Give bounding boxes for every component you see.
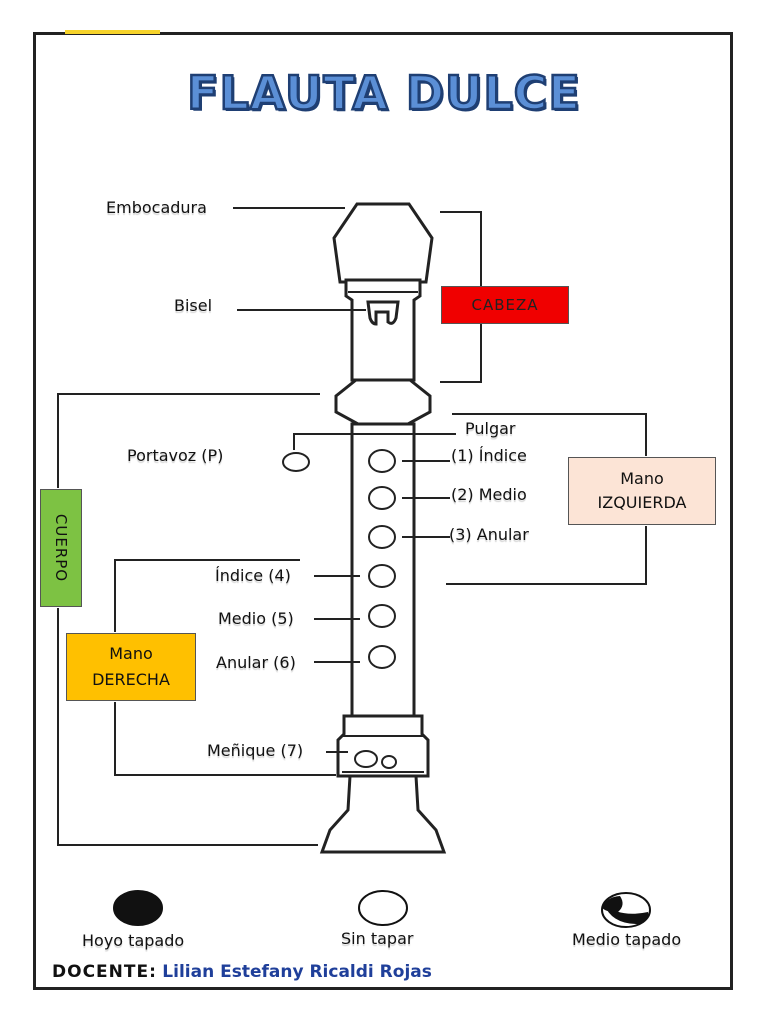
bisel-window xyxy=(366,300,400,326)
recorder-head xyxy=(344,278,422,382)
hole-3 xyxy=(368,525,396,549)
corner-tag xyxy=(65,30,160,34)
hole-2 xyxy=(368,486,396,510)
label-indice-1: (1) Índice xyxy=(451,446,527,465)
mano-izquierda-box: Mano IZQUIERDA xyxy=(568,457,716,525)
mano-derecha-line1: Mano xyxy=(109,644,153,663)
legend-open-symbol xyxy=(358,890,408,926)
cuerpo-label: CUERPO xyxy=(52,513,70,583)
label-medio-2: (2) Medio xyxy=(451,485,527,504)
label-anular-3: (3) Anular xyxy=(449,525,529,544)
legend-covered-symbol xyxy=(113,890,163,926)
cabeza-label: CABEZA xyxy=(471,296,539,314)
mano-izquierda-line2: IZQUIERDA xyxy=(597,493,687,512)
legend-half-symbol xyxy=(601,892,651,928)
hole-1 xyxy=(368,449,396,473)
label-bisel: Bisel xyxy=(174,296,213,315)
legend-open-label: Sin tapar xyxy=(341,929,414,948)
label-anular-6: Anular (6) xyxy=(216,653,296,672)
recorder-joint-top xyxy=(334,378,432,426)
docente-footer: DOCENTE: Lilian Estefany Ricaldi Rojas xyxy=(52,962,432,982)
hole-thumb xyxy=(282,452,310,472)
page-title: FLAUTA DULCE xyxy=(186,65,581,122)
hole-7a xyxy=(354,750,378,768)
label-embocadura: Embocadura xyxy=(106,198,207,217)
label-indice-4: Índice (4) xyxy=(215,566,291,585)
hole-5 xyxy=(368,604,396,628)
legend-covered-label: Hoyo tapado xyxy=(82,931,185,950)
recorder-bell xyxy=(319,774,447,854)
recorder-body xyxy=(350,422,416,722)
page-frame xyxy=(33,32,733,990)
recorder-mouthpiece xyxy=(332,202,434,284)
cabeza-box: CABEZA xyxy=(441,286,569,324)
docente-name: Lilian Estefany Ricaldi Rojas xyxy=(162,962,432,982)
label-medio-5: Medio (5) xyxy=(218,609,294,628)
label-portavoz: Portavoz (P) xyxy=(127,446,224,465)
label-pulgar: Pulgar xyxy=(465,419,516,438)
cuerpo-box: CUERPO xyxy=(40,489,82,607)
legend-half-label: Medio tapado xyxy=(572,930,682,949)
mano-derecha-box: Mano DERECHA xyxy=(66,633,196,701)
hole-4 xyxy=(368,564,396,588)
docente-label: DOCENTE: xyxy=(52,962,157,982)
label-menique-7: Meñique (7) xyxy=(207,741,304,760)
recorder-joint-bottom xyxy=(336,714,430,778)
hole-7b xyxy=(381,755,397,769)
mano-izquierda-line1: Mano xyxy=(620,469,664,488)
hole-6 xyxy=(368,645,396,669)
mano-derecha-line2: DERECHA xyxy=(92,670,170,689)
